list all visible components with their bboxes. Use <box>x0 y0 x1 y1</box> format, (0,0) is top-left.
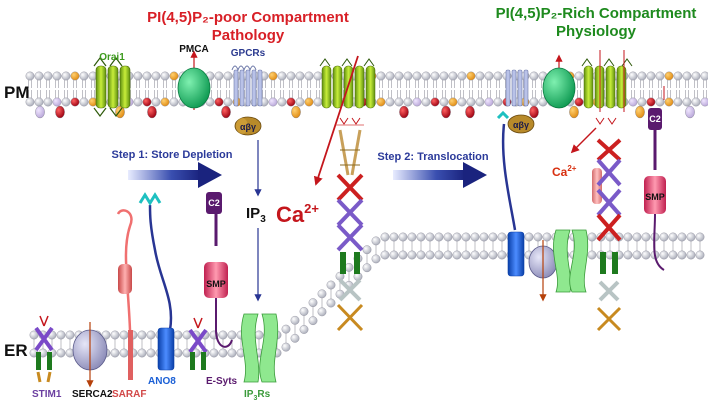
calcium-label-large: Ca2+ <box>276 201 319 227</box>
stim1-stalk-center <box>336 117 364 332</box>
ip3rs-label: IP3Rs <box>244 389 271 402</box>
stim1-left <box>34 315 54 383</box>
pm-label: PM <box>4 83 30 102</box>
rich-compartment-title: PI(4,5)P₂-Rich Compartment <box>496 5 697 22</box>
poor-compartment-title: PI(4,5)P₂-poor Compartment <box>147 9 349 26</box>
ip3r-channel-left <box>241 313 279 383</box>
gpcr-receptor <box>231 65 263 107</box>
saraf-label: SARAF <box>112 389 146 400</box>
step1-label: Step 1: Store Depletion <box>111 149 232 161</box>
smp-label-right: SMP <box>645 192 665 202</box>
c2-label-right: C2 <box>649 114 661 124</box>
er-label: ER <box>4 341 28 360</box>
orai1-cluster-right <box>581 50 633 112</box>
stim1-label: STIM1 <box>32 389 62 400</box>
g-protein-label-left: αβγ <box>240 122 256 132</box>
g-protein-label-right: αβγ <box>513 120 529 130</box>
poor-compartment-subtitle: Pathology <box>212 27 285 44</box>
smp-label-left: SMP <box>206 279 226 289</box>
esyts-label: E-Syts <box>206 376 238 387</box>
step1-arrow <box>128 162 222 188</box>
calcium-label-small: Ca2+ <box>552 164 577 179</box>
esyts-left <box>188 192 233 370</box>
step2-arrow <box>393 162 487 188</box>
esyts-right <box>644 86 666 271</box>
orai1-cluster-center <box>319 58 376 109</box>
serca2-pump-right <box>528 240 558 302</box>
step2-label: Step 2: Translocation <box>377 151 489 163</box>
pmca-label: PMCA <box>179 44 208 55</box>
pmca-pump-right <box>542 54 576 109</box>
ano8-label: ANO8 <box>148 376 176 387</box>
gpcrs-label: GPCRs <box>231 48 266 59</box>
g-protein-right <box>507 114 535 134</box>
rich-compartment-subtitle: Physiology <box>556 23 637 40</box>
serca2-pump <box>72 322 108 388</box>
calcium-influx-arrow <box>313 55 359 186</box>
stim1-stalk-right <box>592 117 622 332</box>
ip3-label: IP3 <box>246 205 266 225</box>
ip3r-channel-right <box>553 229 589 293</box>
gpcr-receptor-right <box>505 69 529 107</box>
calcium-arrow-right <box>570 127 597 154</box>
serca2-label: SERCA2 <box>72 389 113 400</box>
ano8-channel-right <box>496 110 525 277</box>
pmca-pump-left <box>177 50 211 110</box>
g-protein-left <box>234 116 262 136</box>
saraf-protein <box>116 209 133 380</box>
orai1-label: Orai1 <box>99 52 125 63</box>
ano8-channel <box>138 192 175 371</box>
orai1-channel-left <box>93 57 131 117</box>
c2-label-left: C2 <box>208 198 220 208</box>
